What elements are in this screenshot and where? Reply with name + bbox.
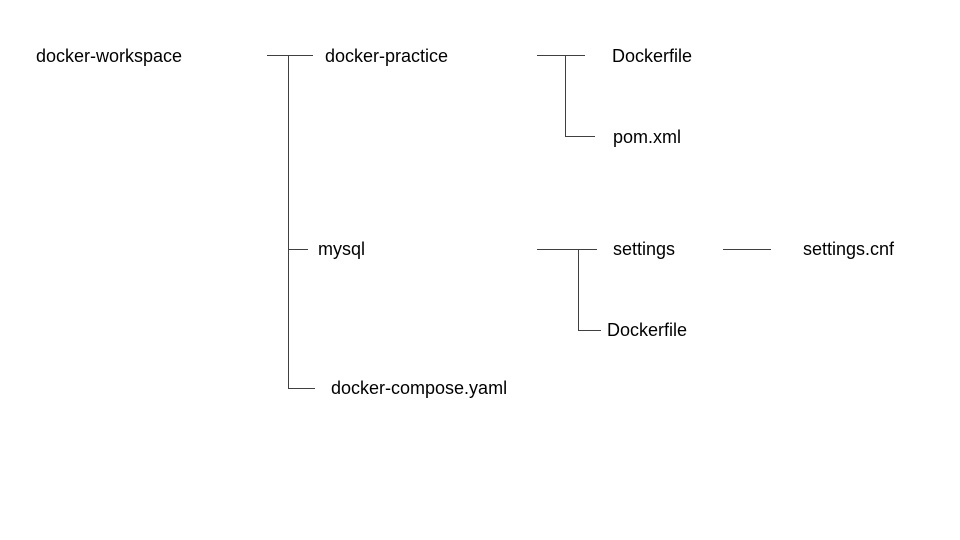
tree-node-dockerfile-practice: Dockerfile xyxy=(612,46,693,66)
connector-mysql-to-settings xyxy=(537,249,597,250)
connector-practice-children-trunk xyxy=(565,55,566,137)
connector-branch-pom-xml xyxy=(565,136,595,137)
connector-branch-docker-compose xyxy=(288,388,315,389)
connector-root-to-practice xyxy=(267,55,313,56)
connector-practice-to-dockerfile xyxy=(537,55,585,56)
tree-node-docker-compose-yaml: docker-compose.yaml xyxy=(331,378,508,398)
tree-node-docker-workspace: docker-workspace xyxy=(36,46,183,66)
tree-node-settings: settings xyxy=(613,239,676,259)
connector-settings-to-settings-cnf xyxy=(723,249,771,250)
connector-mysql-children-trunk xyxy=(578,249,579,331)
tree-node-pom-xml: pom.xml xyxy=(613,127,682,147)
tree-node-docker-practice: docker-practice xyxy=(325,46,449,66)
tree-node-settings-cnf: settings.cnf xyxy=(803,239,895,259)
connector-branch-mysql xyxy=(288,249,308,250)
connector-root-children-trunk xyxy=(288,55,289,389)
tree-node-dockerfile-mysql: Dockerfile xyxy=(607,320,688,340)
tree-node-mysql: mysql xyxy=(318,239,366,259)
connector-branch-mysql-dockerfile xyxy=(578,330,601,331)
